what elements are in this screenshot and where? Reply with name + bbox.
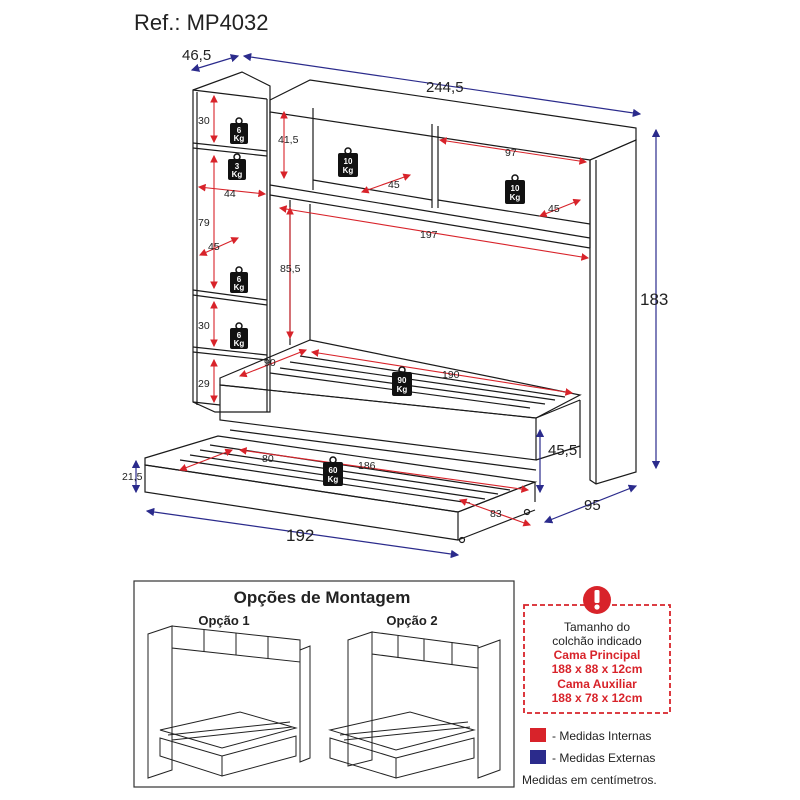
svg-text:Kg: Kg [234,283,245,292]
niche-depth-1-label: 45 [388,179,400,191]
svg-text:3: 3 [235,162,240,171]
total-width-label: 244,5 [426,79,464,96]
weight-badge-niche-1: 10 Kg [338,147,358,177]
bed-length-label: 190 [442,369,460,381]
weight-badge-shelf-2: 3 Kg [228,153,246,180]
side-panel-outline [589,139,637,485]
weight-badges: 6 Kg 3 Kg 6 Kg 6 Kg 10 Kg [228,117,525,486]
svg-text:Kg: Kg [234,134,245,143]
shelf-top-label: 30 [198,115,210,127]
assembly-options-box [133,580,515,788]
option-1-label: Opção 1 [198,613,249,628]
furniture-outline [144,71,637,544]
shelf-bottom-label: 29 [198,378,210,390]
bed-height-label: 45,5 [548,442,577,459]
aux-width-label: 192 [286,526,314,545]
aux-height-label: 21,5 [122,471,143,483]
svg-text:6: 6 [237,331,242,340]
svg-text:Kg: Kg [234,339,245,348]
note-aux-size: 188 x 78 x 12cm [552,691,643,705]
legend-swatch-external [530,750,546,764]
niche-width-label: 97 [505,147,517,159]
total-width-line [242,52,642,118]
svg-text:Kg: Kg [232,170,243,179]
svg-text:Kg: Kg [510,193,521,202]
svg-text:60: 60 [329,466,338,475]
svg-text:Kg: Kg [328,475,339,484]
niche-height-label: 41,5 [278,134,299,146]
panel-height-label: 85,5 [280,263,301,275]
legend-external-label: - Medidas Externas [552,751,655,765]
weight-badge-main-bed: 90 Kg [392,366,412,396]
module-depth-line [190,54,240,72]
legend-internal-label: - Medidas Internas [552,729,651,743]
note-main-label: Cama Principal [554,648,641,662]
shelf-mid-label: 79 [198,217,210,229]
note-line-2: colchão indicado [552,634,642,648]
option-2-drawing [328,631,501,779]
weight-badge-aux-bed: 60 Kg [323,456,343,486]
svg-text:6: 6 [237,126,242,135]
niche-depth-2-label: 45 [548,203,560,215]
bed-width-label: 90 [264,357,276,369]
internal-dimension-lines [178,94,590,527]
aux-width-line [145,507,460,559]
shelf-low-label: 30 [198,320,210,332]
note-aux-label: Cama Auxiliar [557,677,637,691]
weight-badge-shelf-3: 6 Kg [230,266,248,293]
note-line-1: Tamanho do [564,620,630,634]
shelf-depth-label: 45 [208,241,220,253]
svg-text:Kg: Kg [397,385,408,394]
weight-badge-shelf-4: 6 Kg [230,322,248,349]
aux-length-label: 186 [358,460,376,472]
aux-depth-label: 83 [490,508,502,520]
option-2-label: Opção 2 [386,613,437,628]
external-dimension-lines [131,52,661,559]
main-bed-top-outline [219,339,582,419]
warning-icon [583,586,611,614]
weight-badge-niche-2: 10 Kg [505,174,525,204]
depth-label: 95 [584,497,601,514]
svg-text:10: 10 [511,184,520,193]
note-main-size: 188 x 88 x 12cm [552,662,643,676]
svg-text:90: 90 [398,376,407,385]
weight-badge-shelf-1: 6 Kg [230,117,248,144]
option-1-drawing [147,625,311,779]
panel-width-label: 197 [420,229,438,241]
depth-line [543,484,638,524]
reference-title: Ref.: MP4032 [134,10,269,35]
assembly-title: Opções de Montagem [234,588,411,607]
svg-text:10: 10 [344,157,353,166]
shelf-width-label: 44 [224,188,236,200]
aux-width-int-label: 80 [262,453,274,465]
legend-swatch-internal [530,728,546,742]
svg-text:Kg: Kg [343,166,354,175]
total-height-label: 183 [640,290,668,309]
legend-units-label: Medidas em centímetros. [522,773,657,787]
svg-text:6: 6 [237,275,242,284]
module-depth-label: 46,5 [182,47,211,64]
